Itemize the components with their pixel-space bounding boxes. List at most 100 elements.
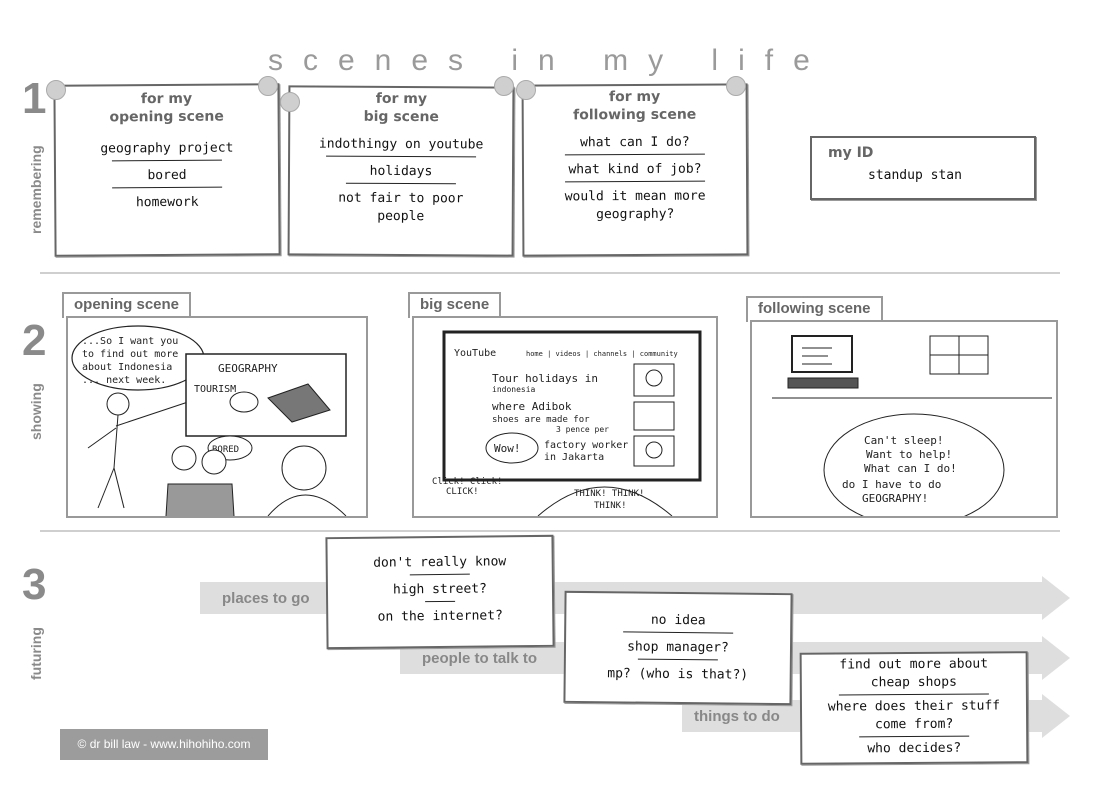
bored-bubble: BORED	[212, 445, 239, 455]
pin-icon	[280, 92, 300, 112]
card-item: no idea	[650, 612, 706, 629]
pin-icon	[46, 80, 66, 100]
video-line: indonesia	[492, 385, 536, 394]
card-item: cheap shops	[870, 674, 957, 691]
card-heading: for my	[375, 90, 428, 108]
card-item: on the internet?	[377, 608, 503, 625]
card-item: holidays	[369, 163, 433, 180]
card-heading: big scene	[363, 108, 439, 126]
card-heading: for my	[140, 90, 193, 108]
future-card-things: find out more about cheap shops where do…	[799, 651, 1029, 765]
card-item: shop manager?	[627, 639, 729, 656]
future-card-places: don't really know high street? on the in…	[325, 534, 555, 650]
speech-line: ...So I want you	[82, 336, 178, 347]
pin-icon	[258, 76, 278, 96]
card-item: where does their stuff	[827, 698, 1001, 715]
scene-panel-opening: ...So I want you to find out more about …	[66, 316, 368, 518]
arrow-label: places to go	[222, 590, 310, 607]
tab-big-scene: big scene	[408, 292, 502, 318]
video-line: where Adibok	[492, 400, 572, 413]
underline	[425, 600, 456, 603]
scene-panel-big: YouTube home | videos | channels | commu…	[412, 316, 718, 518]
tab-opening-scene: opening scene	[62, 292, 192, 318]
underline	[409, 573, 470, 576]
thought-line: What can I do!	[864, 462, 957, 475]
speech-line: ... next week.	[82, 375, 166, 386]
section-label-remembering: remembering	[28, 145, 44, 234]
arrow-label: people to talk to	[422, 650, 538, 667]
arrow-label: things to do	[694, 708, 780, 725]
underline	[564, 153, 705, 156]
section-number-1: 1	[22, 74, 47, 123]
speech-line: about Indonesia	[82, 362, 172, 373]
credit-badge[interactable]: © dr bill law - www.hihohiho.com	[60, 729, 268, 760]
classroom-sketch: ...So I want you to find out more about …	[71, 325, 347, 517]
card-item: geography?	[596, 206, 675, 223]
card-item: indothingy on youtube	[318, 136, 484, 153]
wow-bubble: Wow!	[494, 442, 521, 455]
pin-icon	[494, 76, 514, 96]
board-heading: GEOGRAPHY	[218, 362, 278, 375]
video-line: factory worker	[544, 440, 628, 451]
thought-line: Want to help!	[866, 448, 952, 461]
section-divider	[40, 272, 1060, 274]
card-item: don't really know	[373, 554, 507, 571]
underline	[859, 735, 970, 738]
remember-card-big: for my big scene indothingy on youtube h…	[287, 85, 515, 257]
card-item: would it mean more	[564, 188, 706, 205]
card-item: who decides?	[867, 740, 962, 757]
thought-line: do I have to do	[842, 478, 941, 491]
thought-line: GEOGRAPHY!	[862, 492, 928, 505]
youtube-logo: YouTube	[454, 348, 496, 359]
underline	[111, 159, 222, 162]
underline	[565, 180, 706, 183]
remember-card-opening: for my opening scene geography project b…	[53, 83, 281, 257]
section-number-3: 3	[22, 560, 47, 609]
card-item: geography project	[100, 140, 234, 157]
card-item: what kind of job?	[568, 161, 702, 178]
card-item: homework	[135, 194, 199, 211]
scene-panel-following: Can't sleep! Want to help! What can I do…	[750, 320, 1058, 527]
card-item: not fair to poor	[338, 190, 464, 207]
card-item: what can I do?	[580, 134, 690, 151]
card-item: people	[377, 208, 425, 225]
video-line: 3 pence per	[556, 425, 609, 434]
underline	[637, 658, 718, 661]
think-text: THINK!	[594, 501, 627, 511]
arrow-head	[1042, 636, 1070, 680]
underline	[623, 631, 734, 634]
card-item: mp? (who is that?)	[607, 666, 749, 683]
id-label: my ID	[828, 145, 874, 161]
card-heading: opening scene	[109, 108, 224, 126]
id-value: standup stan	[868, 168, 962, 183]
youtube-nav: home | videos | channels | community	[526, 350, 678, 358]
id-card: my ID standup stan	[810, 136, 1036, 200]
arrow-head	[1042, 694, 1070, 738]
click-text: CLICK!	[446, 487, 479, 497]
card-heading: for my	[608, 88, 661, 106]
board-text: TOURISM	[194, 384, 236, 395]
underline	[112, 186, 223, 189]
think-text: THINK! THINK!	[574, 489, 644, 499]
tab-following-scene: following scene	[746, 296, 883, 322]
underline	[838, 693, 989, 696]
page-title: scenes in my life	[268, 44, 830, 77]
remember-card-following: for my following scene what can I do? wh…	[521, 83, 749, 257]
section-number-2: 2	[22, 316, 47, 365]
card-item: bored	[147, 167, 187, 184]
video-line: in Jakarta	[544, 452, 604, 463]
video-line: Tour holidays in	[492, 372, 598, 385]
arrow-head	[1042, 576, 1070, 620]
section-label-showing: showing	[28, 383, 44, 440]
card-heading: following scene	[573, 106, 697, 124]
card-item: high street?	[392, 581, 488, 598]
card-item: find out more about	[839, 656, 989, 673]
underline	[326, 155, 477, 158]
section-label-futuring: futuring	[28, 627, 44, 680]
video-line: shoes are made for	[492, 415, 590, 425]
underline	[345, 182, 456, 185]
pin-icon	[726, 76, 746, 96]
click-text: Click! Click!	[432, 477, 502, 487]
bedroom-sketch: Can't sleep! Want to help! What can I do…	[772, 335, 1052, 527]
section-divider	[40, 530, 1060, 532]
